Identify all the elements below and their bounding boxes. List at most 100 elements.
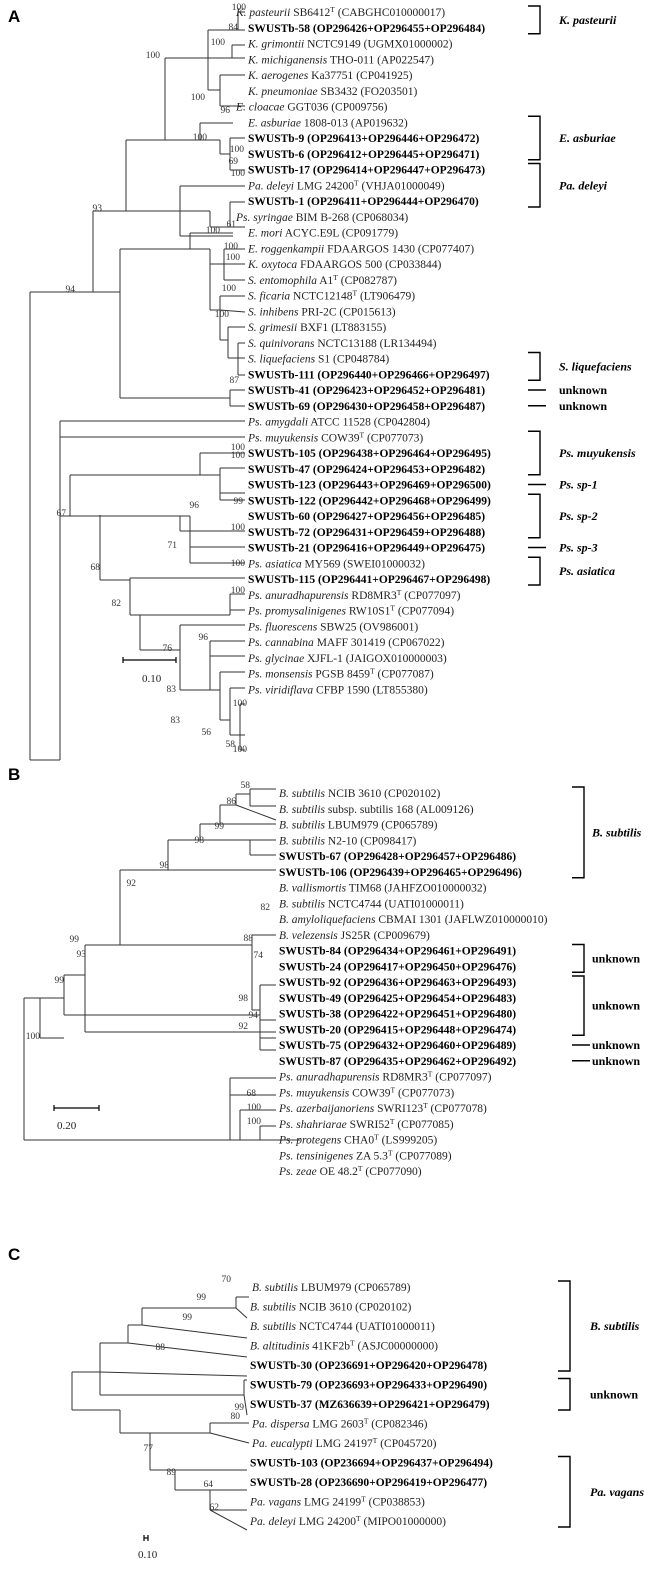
taxon-strain: NCTC9149 — [304, 39, 361, 51]
taxon-strain: LMG 24199 — [301, 1497, 361, 1509]
taxon-strain: NCIB 3610 — [296, 1302, 352, 1314]
bootstrap-value: 70 — [222, 1275, 232, 1285]
taxon-label: B. subtilis N2-10 (CP098417) — [279, 835, 417, 847]
taxon-label: Ps. azerbaijanoriens SWRI123T (CP077078) — [278, 1101, 487, 1116]
taxon-label: Pa. vagans LMG 24199T (CP038853) — [249, 1494, 425, 1509]
taxon-label: Ps. amygdali ATCC 11528 (CP042804) — [247, 417, 430, 429]
taxon-accession: (CP082346) — [368, 1419, 427, 1431]
taxon-label: Pa. dispersa LMG 2603T (CP082346) — [251, 1416, 428, 1431]
taxon-strain: SWUSTb-67 (OP296428+OP296457+OP296486) — [279, 851, 516, 863]
taxon-label: SWUSTb-92 (OP296436+OP296463+OP296493) — [279, 977, 516, 989]
taxon-species: Ps. anuradhapurensis — [278, 1072, 380, 1084]
panel-label: C — [8, 1245, 20, 1264]
taxon-strain: MY569 — [302, 558, 341, 570]
taxon-accession: (LT906479) — [357, 291, 415, 303]
taxon-strain: SWUSTb-115 (OP296441+OP296467+OP296498) — [248, 574, 490, 586]
taxon-label: B. altitudinis 41KF2bT (ASJC00000000) — [250, 1338, 438, 1353]
type-strain-mark: T — [333, 272, 338, 281]
bootstrap-value: 100 — [211, 38, 226, 48]
taxon-strain: NCTC4744 — [325, 898, 382, 910]
taxon-strain: LMG 2603 — [310, 1419, 365, 1431]
bootstrap-value: 98 — [195, 836, 205, 846]
taxon-strain: 41KF2b — [309, 1341, 350, 1353]
taxon-accession: (CP077097) — [432, 1072, 491, 1084]
taxon-label: SWUSTb-123 (OP296443+OP296469+OP296500) — [248, 480, 491, 492]
taxon-label: E. asburiae 1808-013 (AP019632) — [247, 117, 408, 129]
taxon-strain: SWUSTb-6 (OP296412+OP296445+OP296471) — [248, 149, 479, 161]
taxon-accession: (CP065789) — [378, 820, 437, 832]
taxon-label: Ps. anuradhapurensis RD8MR3T (CP077097) — [278, 1069, 492, 1084]
branch — [235, 1307, 248, 1319]
taxon-label: SWUSTb-72 (OP296431+OP296459+OP296488) — [248, 527, 485, 539]
taxon-accession: (CP041925) — [353, 70, 412, 82]
taxon-strain: SWUSTb-87 (OP296435+OP296462+OP296492) — [279, 1056, 516, 1068]
taxon-strain: SWUSTb-37 (MZ636639+OP296421+OP296479) — [250, 1399, 490, 1411]
type-strain-mark: T — [390, 1085, 395, 1094]
taxon-strain: OE 48.2 — [317, 1166, 358, 1178]
clade-bracket — [528, 162, 541, 208]
clade-label: B. subtilis — [591, 825, 642, 839]
taxon-accession: (CP077073) — [364, 432, 423, 444]
taxon-accession: (LT855380) — [370, 684, 428, 696]
taxon-species: E. asburiae — [247, 117, 301, 129]
clade-bracket — [558, 1377, 571, 1411]
taxon-accession: (CP015613) — [337, 306, 396, 318]
taxon-strain: SWUSTb-75 (OP296432+OP296460+OP296489) — [279, 1040, 516, 1052]
tree-branches — [29, 11, 246, 761]
taxon-species: Ps. promysalinigenes — [247, 606, 346, 618]
taxon-label: SWUSTb-105 (OP296438+OP296464+OP296495) — [248, 448, 491, 460]
bootstrap-value: 100 — [26, 1032, 41, 1042]
taxon-strain: SWUSTb-30 (OP236691+OP296420+OP296478) — [250, 1360, 487, 1372]
taxon-accession: (LT883155) — [328, 322, 386, 334]
bootstrap-value: 99 — [197, 1293, 207, 1303]
taxon-strain: LBUM979 — [325, 820, 379, 832]
clade-bracket — [528, 351, 541, 381]
clade-bracket — [572, 943, 585, 973]
taxon-label: SWUSTb-115 (OP296441+OP296467+OP296498) — [248, 574, 490, 586]
taxon-label: Ps. syringae BIM B-268 (CP068034) — [235, 212, 408, 224]
taxon-strain: NCTC4744 — [296, 1321, 353, 1333]
taxon-label: Ps. monsensis PGSB 8459T (CP077087) — [247, 666, 434, 681]
scale-bar-label: 0.20 — [57, 1120, 77, 1132]
taxon-strain: SWUSTb-92 (OP296436+OP296463+OP296493) — [279, 977, 516, 989]
taxon-strain: A1 — [317, 275, 334, 287]
taxon-species: B. subtilis — [250, 1321, 297, 1333]
taxon-strain: SWUSTb-79 (OP236693+OP296433+OP296490) — [250, 1380, 487, 1392]
taxon-label: S. liquefaciens S1 (CP048784) — [248, 354, 389, 366]
bootstrap-value: 100 — [231, 559, 246, 569]
taxon-species: Ps. muyukensis — [278, 1087, 350, 1099]
taxon-strain: NCTC12148 — [290, 291, 353, 303]
taxon-strain: PRI-2C — [298, 306, 336, 318]
taxon-accession: (SWEI01000032) — [340, 558, 425, 570]
bootstrap-value: 96 — [190, 501, 200, 511]
taxon-strain: BIM B-268 — [293, 212, 349, 224]
taxon-accession: (CP020102) — [352, 1302, 411, 1314]
taxon-accession: (CP038853) — [366, 1497, 425, 1509]
taxon-strain: RD8MR3 — [380, 1072, 428, 1084]
bootstrap-value: 71 — [168, 541, 178, 551]
taxon-accession: (JAIGOX010000003) — [343, 653, 447, 665]
taxon-label: S. inhibens PRI-2C (CP015613) — [248, 306, 396, 318]
bootstrap-value: 88 — [156, 1343, 166, 1353]
type-strain-mark: T — [364, 1416, 369, 1425]
bootstrap-value: 100 — [233, 745, 248, 755]
bootstrap-value: 96 — [199, 633, 209, 643]
bootstrap-value: 99 — [183, 1313, 193, 1323]
taxon-species: Pa. deleyi — [247, 180, 294, 192]
taxon-accession: (CP020102) — [381, 788, 440, 800]
bootstrap-value: 87 — [230, 376, 240, 386]
taxon-label: SWUSTb-28 (OP236690+OP296419+OP296477) — [250, 1477, 487, 1489]
taxon-strain: SWUSTb-103 (OP236694+OP296437+OP296494) — [250, 1458, 493, 1470]
scale-bar: 0.10 — [122, 657, 177, 685]
taxon-strain: SWUSTb-28 (OP236690+OP296419+OP296477) — [250, 1477, 487, 1489]
taxon-strain: NCTC13188 — [314, 338, 377, 350]
taxon-accession: (CABGHC010000017) — [335, 7, 445, 19]
taxon-label: S. entomophila A1T (CP082787) — [248, 272, 397, 287]
taxon-strain: SWUSTb-122 (OP296442+OP296468+OP296499) — [248, 495, 491, 507]
bootstrap-value: 100 — [231, 451, 246, 461]
taxon-strain: SWUSTb-106 (OP296439+OP296465+OP296496) — [279, 867, 522, 879]
taxon-species: Ps. anuradhapurensis — [247, 590, 349, 602]
type-strain-mark: T — [388, 1148, 393, 1157]
taxon-strain: ACYC.E9L — [283, 228, 340, 240]
